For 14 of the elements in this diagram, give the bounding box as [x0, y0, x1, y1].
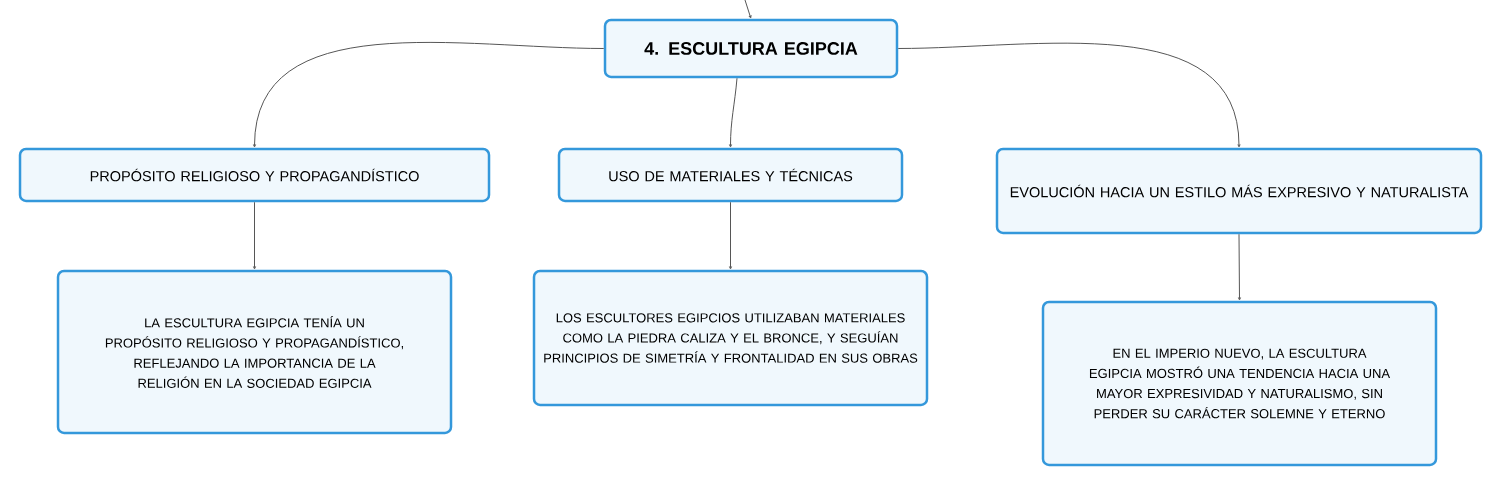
arrow	[729, 201, 732, 270]
text-box: EN EL IMPERIO NUEVO, LA ESCULTURA EGIPCIA MOSTRÓ UNA TENDENCIA HACIA UNA MAYOR EXPRESIVIDAD Y NATURALISMO, SIN PERDER SU CARÁCTER SOLEMNE Y ETERNO	[1041, 300, 1438, 467]
text-box: LA ESCULTURA EGIPCIA TENÍA UN PROPÓSITO RELIGIOSO Y PROPAGANDÍSTICO, REFLEJANDO LA IMPORTANCIA DE LA RELIGIÓN EN LA SOCIEDAD EGIPCIA	[56, 269, 453, 435]
arrow	[897, 42, 1241, 148]
arrow	[744, 0, 752, 19]
text-box: LOS ESCULTORES EGIPCIOS UTILIZABAN MATERIALES COMO LA PIEDRA CALIZA Y EL BRONCE, Y SEGUÍAN PRINCIPIOS DE SIMETRÍA Y FRONTALIDAD EN SUS OBRAS	[532, 269, 929, 407]
topic-box: EVOLUCIÓN HACIA UN ESTILO MÁS EXPRESIVO Y NATURALISTA	[995, 147, 1483, 235]
topic-box: PROPÓSITO RELIGIOSO Y PROPAGANDÍSTICO	[18, 147, 491, 203]
topic-box: USO DE MATERIALES Y TÉCNICAS	[557, 147, 904, 203]
arrow	[729, 77, 738, 148]
title-box: 4. ESCULTURA EGIPCIA	[603, 18, 899, 79]
arrow	[253, 42, 605, 148]
arrow	[253, 201, 257, 270]
arrow	[1237, 233, 1241, 301]
